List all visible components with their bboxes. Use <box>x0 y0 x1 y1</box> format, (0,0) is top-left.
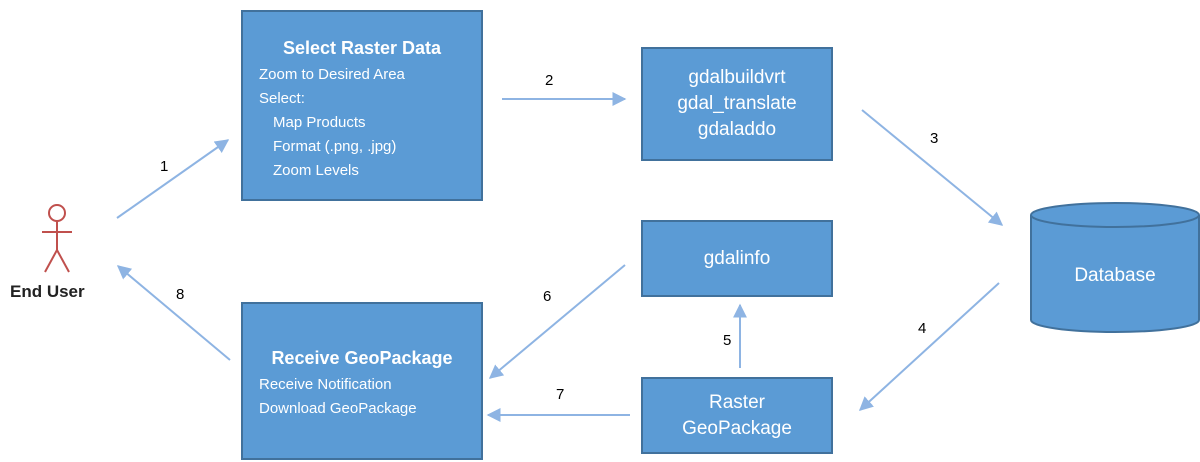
gdalinfo-label: gdalinfo <box>703 247 771 269</box>
arrow-1 <box>116 139 230 219</box>
gdal-tool-line: gdalbuildvrt <box>688 67 786 88</box>
select-raster-data-title: Select Raster Data <box>282 38 442 58</box>
step-5-label: 5 <box>723 332 732 349</box>
raster-line: Raster <box>709 391 765 413</box>
database-label: Database <box>1074 265 1156 286</box>
box-line: Zoom to Desired Area <box>259 66 405 83</box>
step-6-label: 6 <box>543 288 552 305</box>
arrow-8 <box>116 265 231 361</box>
database-cylinder-icon <box>1030 202 1200 333</box>
step-3-label: 3 <box>930 130 939 147</box>
receive-geopackage-box: Receive GeoPackage Receive Notification … <box>241 302 483 460</box>
select-raster-data-box: Select Raster Data Zoom to Desired Area … <box>241 10 483 201</box>
box-line: Format (.png, .jpg) <box>273 138 397 155</box>
step-4-label: 4 <box>918 320 927 337</box>
box-line: Select: <box>259 90 305 107</box>
box-line: Receive Notification <box>259 376 392 393</box>
box-line: Zoom Levels <box>273 162 359 179</box>
receive-geopackage-title: Receive GeoPackage <box>271 348 453 368</box>
arrow-6 <box>488 264 626 379</box>
box-line: Map Products <box>273 114 366 131</box>
arrow-4 <box>858 282 1000 411</box>
stick-figure-icon <box>42 204 72 273</box>
raster-geopackage-box: Raster GeoPackage <box>641 377 833 454</box>
gdal-tools-box: gdalbuildvrt gdal_translate gdaladdo <box>641 47 833 161</box>
step-7-label: 7 <box>556 386 565 403</box>
step-2-label: 2 <box>545 72 554 89</box>
arrow-3 <box>861 109 1004 226</box>
gdal-tool-line: gdaladdo <box>697 119 777 140</box>
gdalinfo-box: gdalinfo <box>641 220 833 297</box>
step-8-label: 8 <box>176 286 185 303</box>
step-1-label: 1 <box>160 158 169 175</box>
raster-line: GeoPackage <box>682 417 792 439</box>
end-user-label: End User <box>10 282 85 301</box>
box-line: Download GeoPackage <box>259 400 417 417</box>
gdal-tool-line: gdal_translate <box>677 93 797 114</box>
